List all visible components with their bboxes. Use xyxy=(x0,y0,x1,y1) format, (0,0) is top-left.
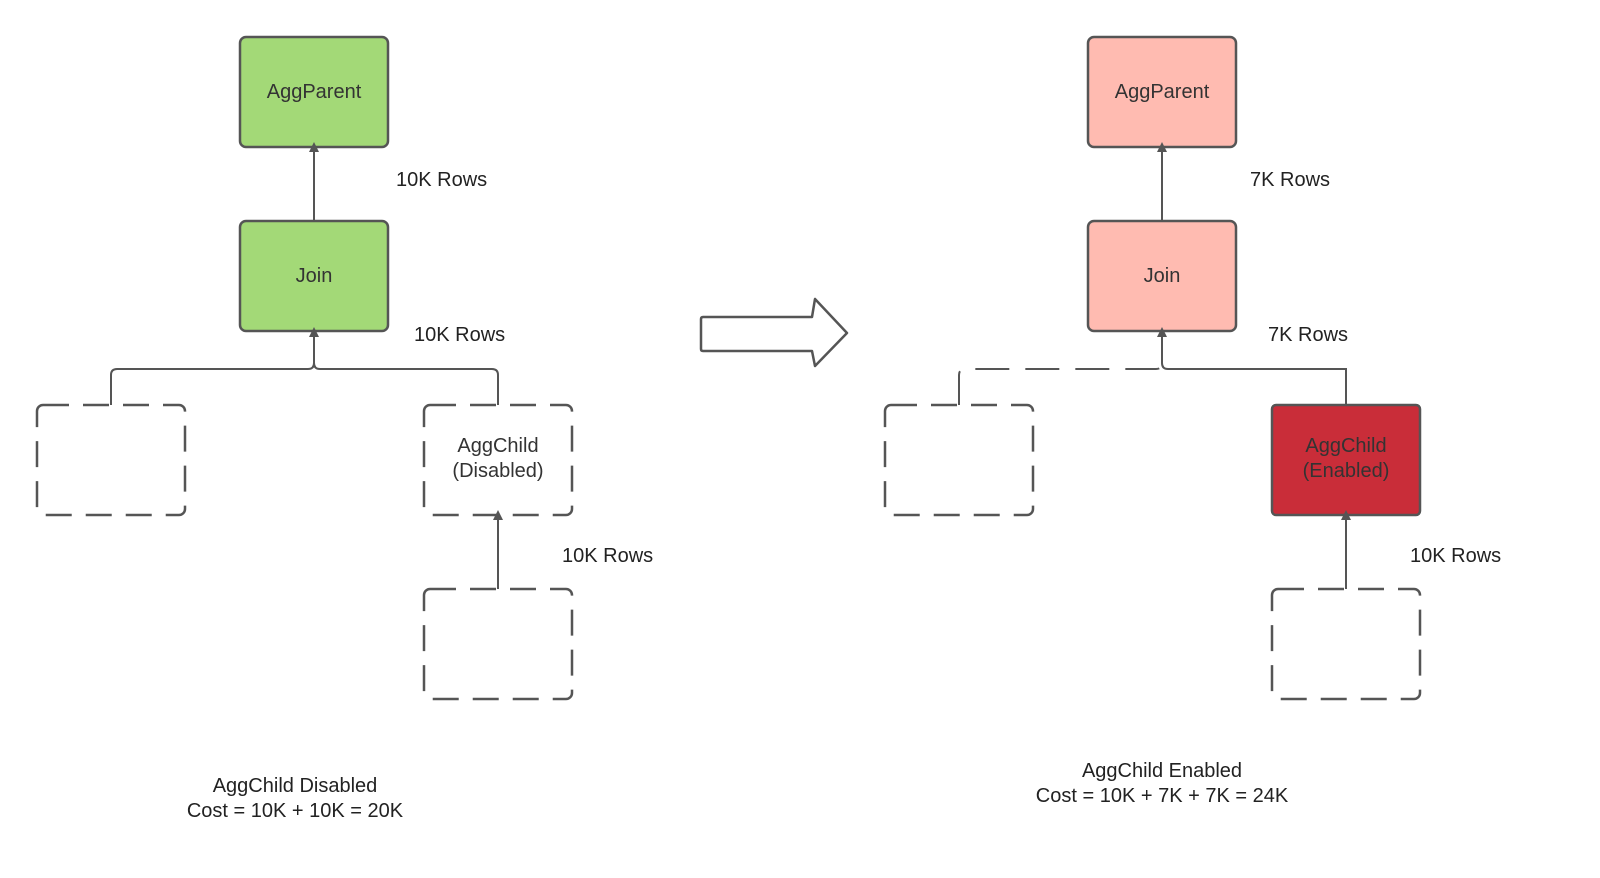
left-aggparent-label: AggParent xyxy=(267,81,362,103)
left-aggchild-node: AggChild (Disabled) xyxy=(422,403,574,517)
right-aggparent-label: AggParent xyxy=(1115,81,1210,103)
transform-arrow-icon xyxy=(699,297,849,368)
left-aggchild-label-line1: AggChild xyxy=(457,435,538,457)
right-connector-left-child xyxy=(958,362,1163,405)
left-connector-left-child xyxy=(110,335,315,405)
left-empty-input-node xyxy=(35,403,187,517)
right-rows-parent-label: 7K Rows xyxy=(1250,169,1330,191)
left-connector-right-child xyxy=(313,362,499,405)
right-aggchild-label-line1: AggChild xyxy=(1305,435,1386,457)
left-join-node: Join xyxy=(238,219,390,333)
left-aggchild-label-line2: (Disabled) xyxy=(452,460,543,482)
right-join-label: Join xyxy=(1144,265,1181,287)
right-caption-cost: Cost = 10K + 7K + 7K = 24K xyxy=(1036,785,1289,807)
right-caption-title: AggChild Enabled xyxy=(1082,760,1242,782)
left-rows-join-label: 10K Rows xyxy=(414,324,505,346)
right-source-node xyxy=(1270,587,1422,701)
right-aggchild-node: AggChild (Enabled) xyxy=(1270,403,1422,517)
left-aggparent-node: AggParent xyxy=(238,35,390,149)
right-diagram: AggParent Join 7K Rows 7K Rows AggChild … xyxy=(883,35,1501,807)
right-rows-join-label: 7K Rows xyxy=(1268,324,1348,346)
right-connector-aggchild xyxy=(1161,335,1347,405)
left-rows-child-label: 10K Rows xyxy=(562,545,653,567)
right-aggchild-label-line2: (Enabled) xyxy=(1303,460,1390,482)
right-rows-child-label: 10K Rows xyxy=(1410,545,1501,567)
left-source-node xyxy=(422,587,574,701)
left-diagram: AggParent Join 10K Rows 10K Rows AggChil… xyxy=(35,35,653,822)
left-rows-parent-label: 10K Rows xyxy=(396,169,487,191)
left-caption-title: AggChild Disabled xyxy=(213,775,378,797)
right-empty-input-node xyxy=(883,403,1035,517)
left-join-label: Join xyxy=(296,265,333,287)
right-aggparent-node: AggParent xyxy=(1086,35,1238,149)
right-join-node: Join xyxy=(1086,219,1238,333)
left-caption-cost: Cost = 10K + 10K = 20K xyxy=(187,800,404,822)
